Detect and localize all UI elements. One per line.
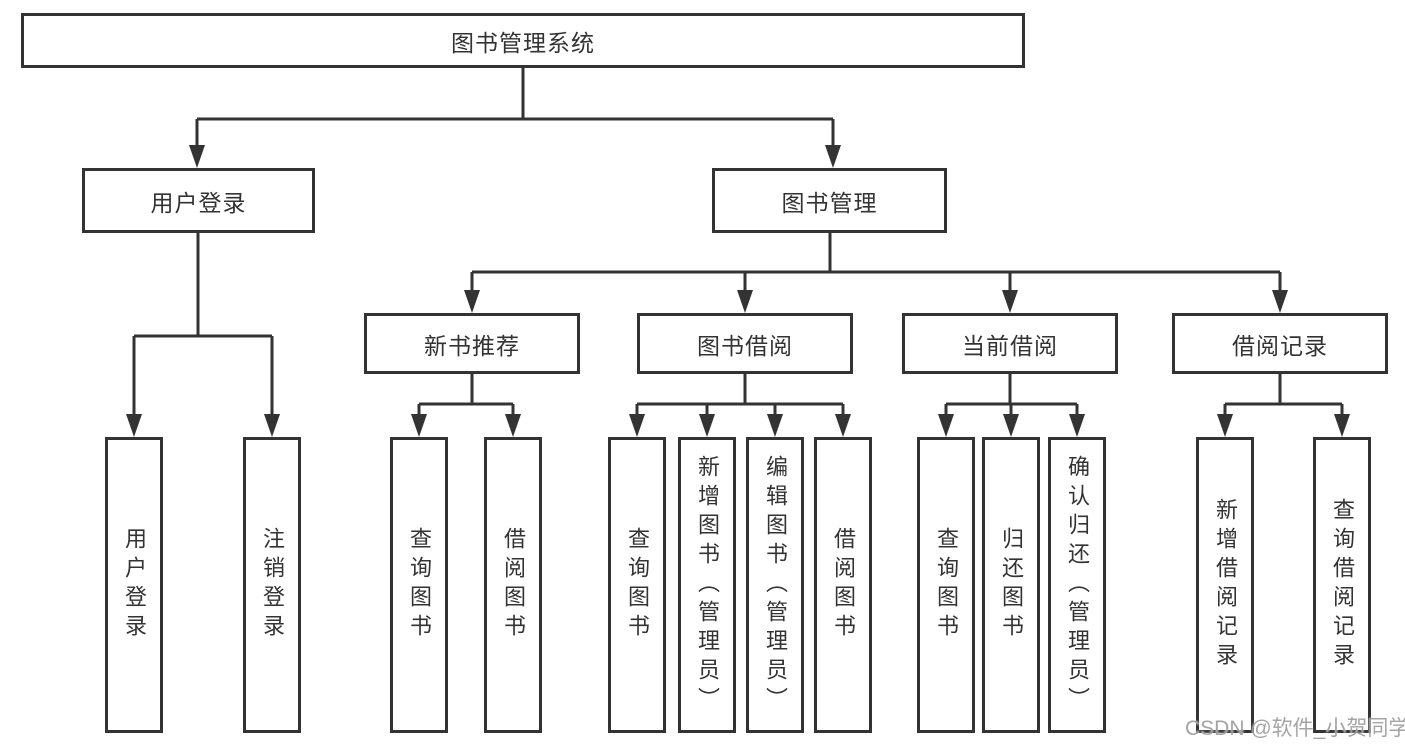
- node-new-book-recommend-label: 新书推荐: [424, 332, 520, 359]
- node-bb-query-books-label: 查询图书: [625, 527, 650, 643]
- node-cb-return-books: 归还图书: [982, 437, 1040, 733]
- node-cb-query-books-label: 查询图书: [934, 527, 959, 643]
- node-root: 图书管理系统: [21, 13, 1025, 68]
- node-br-add-record-label: 新增借阅记录: [1213, 498, 1238, 672]
- node-book-management: 图书管理: [712, 168, 947, 233]
- node-new-book-recommend: 新书推荐: [364, 313, 580, 374]
- node-current-borrowing: 当前借阅: [902, 313, 1118, 374]
- node-book-borrowing-label: 图书借阅: [697, 332, 793, 359]
- csdn-watermark: CSDN @软件_小贺同学: [1185, 717, 1405, 740]
- node-nbr-borrow-books-label: 借阅图书: [501, 527, 526, 643]
- node-cb-return-books-label: 归还图书: [999, 527, 1024, 643]
- node-cb-confirm-return-admin: 确认归还（管理员）: [1048, 437, 1106, 733]
- node-user-login: 用户登录: [82, 168, 315, 233]
- node-leaf-user-login: 用户登录: [105, 437, 163, 733]
- node-user-login-label: 用户登录: [150, 189, 247, 216]
- node-borrowing-records-label: 借阅记录: [1232, 332, 1328, 359]
- node-cb-query-books: 查询图书: [917, 437, 975, 733]
- node-bb-add-books-admin: 新增图书（管理员）: [678, 437, 736, 733]
- node-nbr-query-books: 查询图书: [390, 437, 448, 733]
- node-br-add-record: 新增借阅记录: [1196, 437, 1254, 733]
- node-leaf-logout-label: 注销登录: [260, 527, 285, 643]
- node-leaf-logout: 注销登录: [243, 437, 301, 733]
- node-bb-edit-books-admin: 编辑图书（管理员）: [746, 437, 804, 733]
- node-bb-edit-books-admin-label: 编辑图书（管理员）: [763, 454, 788, 716]
- node-nbr-borrow-books: 借阅图书: [484, 437, 542, 733]
- node-br-query-record: 查询借阅记录: [1313, 437, 1371, 733]
- node-bb-add-books-admin-label: 新增图书（管理员）: [695, 454, 720, 716]
- node-nbr-query-books-label: 查询图书: [407, 527, 432, 643]
- node-book-borrowing: 图书借阅: [637, 313, 853, 374]
- node-br-query-record-label: 查询借阅记录: [1330, 498, 1355, 672]
- node-borrowing-records: 借阅记录: [1172, 313, 1388, 374]
- node-bb-borrow-books: 借阅图书: [814, 437, 872, 733]
- node-leaf-user-login-label: 用户登录: [122, 527, 147, 643]
- node-current-borrowing-label: 当前借阅: [962, 332, 1058, 359]
- node-bb-borrow-books-label: 借阅图书: [831, 527, 856, 643]
- node-root-label: 图书管理系统: [451, 29, 595, 56]
- node-cb-confirm-return-admin-label: 确认归还（管理员）: [1065, 454, 1090, 716]
- node-bb-query-books: 查询图书: [608, 437, 666, 733]
- node-book-management-label: 图书管理: [781, 189, 878, 216]
